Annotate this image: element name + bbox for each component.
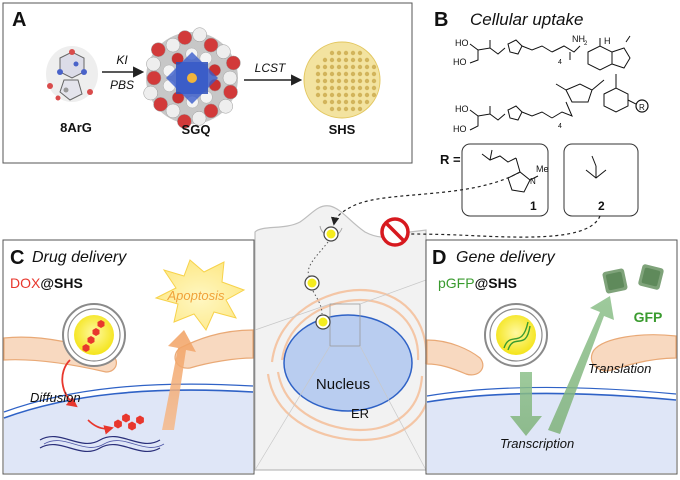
arrow-release xyxy=(61,359,78,408)
zoom-box xyxy=(329,303,361,347)
svg-text:4: 4 xyxy=(558,59,562,66)
panel-c-letter: C xyxy=(10,247,24,269)
dna-strand-1 xyxy=(39,435,161,445)
label-pbs: PBS xyxy=(110,78,134,92)
arrow-apoptosis xyxy=(162,330,196,430)
panel-d: D Gene delivery pGFP@SHS GFP Translation… xyxy=(425,239,678,475)
dox-vesicle xyxy=(62,303,126,367)
panel-b-title: Cellular uptake xyxy=(470,10,583,29)
label-shs: SHS xyxy=(329,122,356,137)
8arg-molecule xyxy=(46,46,98,102)
compound-2-number: 2 xyxy=(598,199,605,213)
er-label: ER xyxy=(351,406,369,421)
panel-d-title: Gene delivery xyxy=(456,249,556,266)
label-transcription: Transcription xyxy=(500,436,574,451)
panel-b-letter: B xyxy=(434,9,448,31)
er-fold-d1 xyxy=(426,339,484,376)
label-ki: KI xyxy=(116,53,128,67)
svg-text:Me: Me xyxy=(536,164,549,174)
apoptosis-burst xyxy=(154,259,246,331)
label-pgfp-shs: pGFP@SHS xyxy=(438,275,517,291)
panel-c: C Drug delivery DOX@SHS Apoptosis Diffus… xyxy=(2,239,255,475)
svg-text:HO: HO xyxy=(455,104,469,114)
arrow-transcription xyxy=(510,372,542,436)
released-dox xyxy=(114,413,144,431)
endocytic-vesicles xyxy=(304,226,339,330)
panel-c-title: Drug delivery xyxy=(32,249,127,266)
panel-b: B Cellular uptake HO HO 4 NH 2 H R HO HO xyxy=(434,9,649,217)
uptake-arrow-2 xyxy=(403,215,601,238)
prohibited-icon xyxy=(380,217,410,247)
svg-text:4: 4 xyxy=(558,123,562,130)
svg-text:HO: HO xyxy=(455,38,469,48)
arrow-diffusion xyxy=(87,419,114,435)
svg-text:H: H xyxy=(604,36,611,46)
panel-d-letter: D xyxy=(432,247,446,269)
pgfp-vesicle xyxy=(484,303,548,367)
shs-sphere xyxy=(303,41,381,119)
sgq-quadruplex xyxy=(143,27,241,129)
svg-text:HO: HO xyxy=(453,57,467,67)
compound-1-number: 1 xyxy=(530,199,537,213)
dna-strand-2 xyxy=(39,443,161,453)
r-equals: R = xyxy=(440,152,461,167)
label-gfp: GFP xyxy=(634,309,663,325)
er-membranes xyxy=(266,288,432,442)
label-8arg: 8ArG xyxy=(60,120,92,135)
svg-text:NH: NH xyxy=(572,34,585,44)
label-dox-shs: DOX@SHS xyxy=(10,275,83,291)
label-translation: Translation xyxy=(588,361,651,376)
svg-text:N: N xyxy=(530,177,536,186)
nucleus xyxy=(283,314,413,412)
panel-a: A 8ArG KI PBS SGQ xyxy=(2,2,413,164)
cell-diagram: Nucleus ER xyxy=(254,205,432,471)
er-fold-d2 xyxy=(590,334,677,372)
svg-text:2: 2 xyxy=(584,41,588,47)
nucleus-label: Nucleus xyxy=(316,376,370,393)
label-sgq: SGQ xyxy=(182,122,211,137)
label-apoptosis: Apoptosis xyxy=(166,288,225,303)
uptake-arrow-1 xyxy=(330,171,521,226)
svg-text:R: R xyxy=(639,103,645,112)
panel-a-letter: A xyxy=(12,9,26,31)
arrow-translation xyxy=(548,296,614,434)
label-diffusion: Diffusion xyxy=(30,390,81,405)
label-lcst: LCST xyxy=(255,61,287,75)
gfp-proteins xyxy=(602,264,664,294)
compound-2-box xyxy=(563,143,639,217)
compound-1-box xyxy=(461,143,549,217)
svg-text:HO: HO xyxy=(453,124,467,134)
